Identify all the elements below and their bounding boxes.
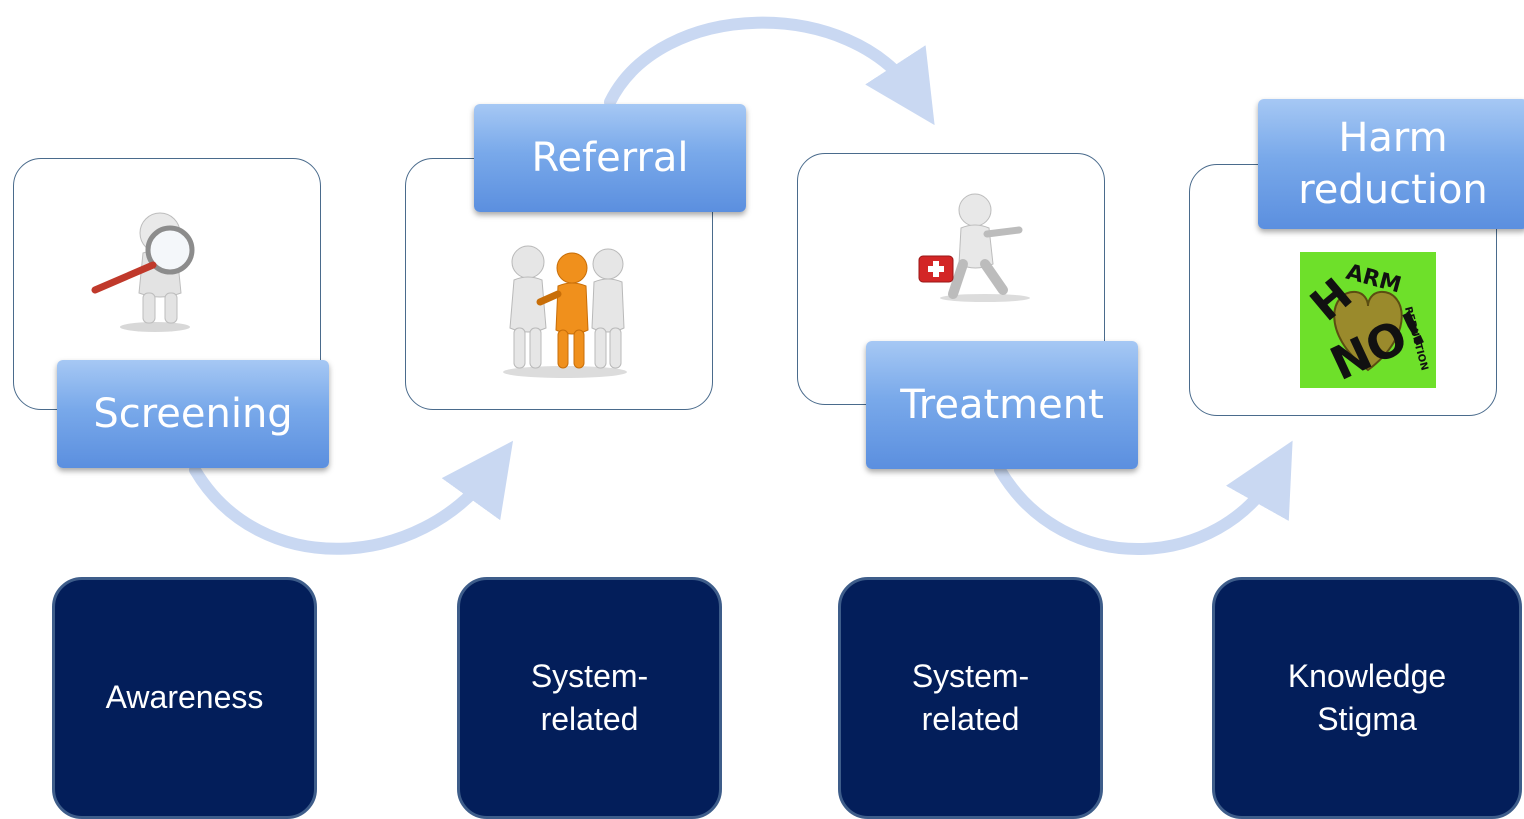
harm-reduction-no-logo: H ARM REDUCTION NO! <box>1300 252 1436 388</box>
barrier-box-awareness: Awareness <box>52 577 317 819</box>
person-with-first-aid-kit-icon <box>918 193 1030 302</box>
group-of-people-icon <box>503 245 627 378</box>
person-with-magnifying-glass-icon <box>91 212 195 332</box>
barrier-box-system-related-treatment: System- related <box>838 577 1103 819</box>
referral-label: Referral <box>474 104 746 212</box>
barrier-text: Awareness <box>105 679 264 716</box>
treatment-label: Treatment <box>866 341 1138 469</box>
barrier-text: Knowledge Stigma <box>1287 657 1447 737</box>
screening-label: Screening <box>57 360 329 468</box>
barrier-text: System- related <box>911 657 1030 737</box>
barrier-box-system-related: System- related <box>457 577 722 819</box>
barrier-text: System- related <box>530 657 649 737</box>
arrow-screening-to-referral <box>189 440 514 555</box>
barrier-box-knowledge-stigma: Knowledge Stigma <box>1212 577 1522 819</box>
harm-reduction-label: Harm reduction <box>1258 99 1524 229</box>
arrow-referral-to-treatment <box>604 16 935 126</box>
arrow-treatment-to-harm-reduction <box>994 440 1293 555</box>
